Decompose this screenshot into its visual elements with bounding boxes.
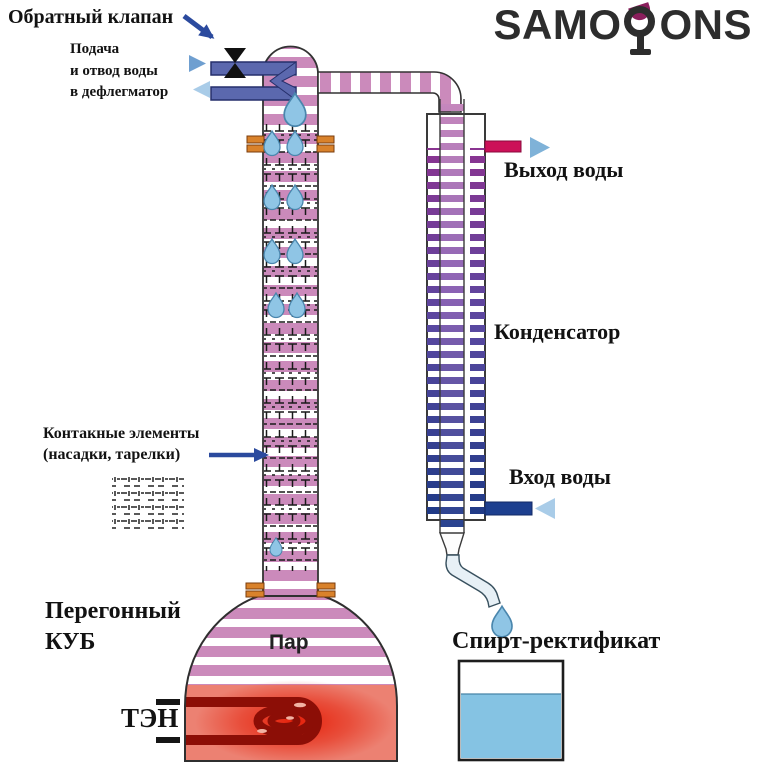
wine-glass-icon bbox=[622, 2, 658, 56]
condenser-wall-left bbox=[427, 148, 442, 520]
return-arrow-icon bbox=[193, 81, 210, 98]
label-water-outlet: Выход воды bbox=[504, 157, 624, 182]
outlet-spout bbox=[445, 554, 501, 608]
label-spirit: Спирт-ректификат bbox=[452, 628, 661, 654]
boiler-outline bbox=[184, 595, 398, 762]
inner-tube-edges bbox=[439, 99, 465, 533]
condenser-cone bbox=[438, 532, 465, 556]
heater-wire-bottom bbox=[156, 737, 180, 743]
column-clamps bbox=[245, 135, 336, 598]
distillation-cube bbox=[156, 595, 398, 762]
logo-text-right: ONS bbox=[659, 1, 752, 48]
label-contact-elements: Контакные элементы (насадки, тарелки) bbox=[43, 423, 199, 465]
logo-text-left: SAMO bbox=[493, 1, 622, 48]
logo: SAMO ONS bbox=[493, 1, 752, 56]
label-water-supply-line2: и отвод воды bbox=[70, 62, 158, 79]
heating-element-coil bbox=[185, 697, 322, 745]
label-steam: Пар bbox=[269, 631, 309, 654]
flow-arrows bbox=[189, 55, 555, 519]
label-contact-line2: (насадки, тарелки) bbox=[43, 446, 181, 463]
label-condenser: Конденсатор bbox=[494, 319, 621, 344]
annotation-arrow-check-valve bbox=[182, 14, 215, 39]
heater-wire-top bbox=[156, 699, 180, 705]
condenser bbox=[426, 99, 533, 608]
glass-stem bbox=[637, 35, 645, 50]
label-check-valve: Обратный клапан bbox=[8, 6, 174, 28]
collection-beaker bbox=[457, 659, 565, 762]
steam-pipe-elbow bbox=[317, 71, 462, 113]
outlet-arrow-icon bbox=[530, 137, 550, 158]
water-inlet-pipe bbox=[484, 501, 533, 516]
label-heater: ТЭН bbox=[121, 703, 179, 733]
beaker-liquid bbox=[461, 694, 561, 758]
label-water-supply-line3: в дефлегматор bbox=[70, 84, 169, 100]
dephlegmator-coil bbox=[269, 61, 297, 101]
check-valve-icon bbox=[224, 48, 246, 63]
condenser-wall-right bbox=[470, 148, 485, 520]
label-contact-line1: Контакные элементы bbox=[43, 425, 200, 442]
glass-bowl bbox=[624, 6, 656, 37]
glass-foot bbox=[630, 49, 652, 55]
label-water-inlet: Вход воды bbox=[509, 464, 611, 489]
check-valve-icon-lower bbox=[224, 63, 246, 78]
inlet-arrow-icon bbox=[535, 498, 555, 519]
label-cube-line1: Перегонный bbox=[45, 598, 181, 624]
label-distillation-cube: Перегонный КУБ bbox=[45, 596, 181, 658]
water-outlet-pipe bbox=[484, 140, 522, 153]
rectification-column bbox=[262, 45, 319, 599]
label-water-supply-line1: Подача bbox=[70, 41, 120, 57]
label-cube-line2: КУБ bbox=[45, 629, 96, 655]
supply-arrow-icon bbox=[189, 55, 206, 72]
condenser-inner-tube bbox=[440, 99, 464, 533]
label-water-supply: Подача и отвод воды в дефлегматор bbox=[70, 39, 168, 104]
dephlegmator-assembly bbox=[210, 48, 297, 101]
packing-legend-swatch bbox=[112, 476, 184, 530]
